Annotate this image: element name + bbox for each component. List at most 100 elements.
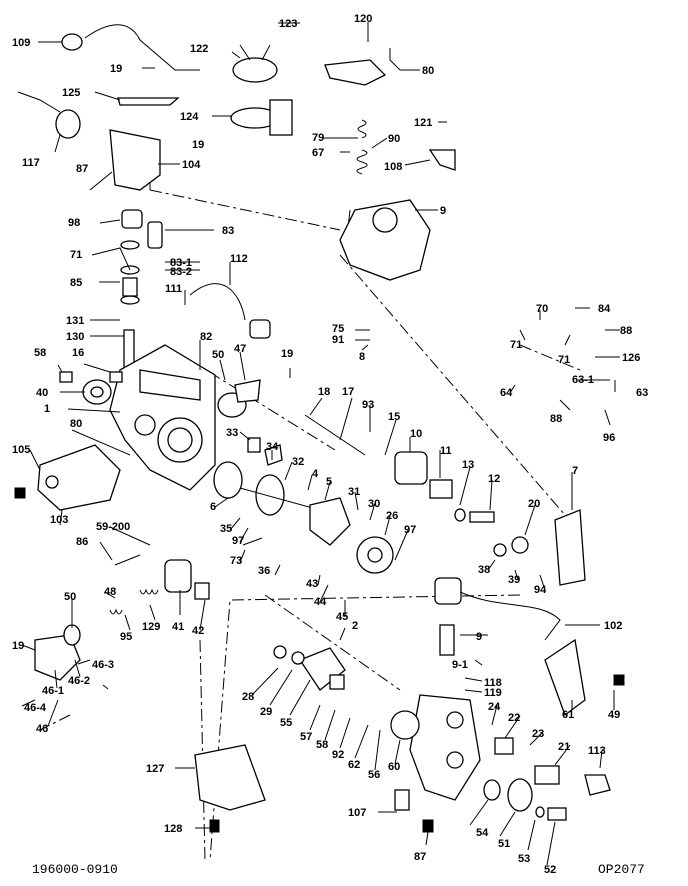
part-label: 42 xyxy=(192,625,204,637)
part-label: 48 xyxy=(104,586,116,598)
part-label: 40 xyxy=(36,387,48,399)
part-label: 88 xyxy=(620,325,632,337)
part-label: 8 xyxy=(359,351,365,363)
part-label: 90 xyxy=(388,133,400,145)
part-label: 71 xyxy=(510,339,522,351)
part-label: 55 xyxy=(280,717,292,729)
part-label: 112 xyxy=(230,253,248,265)
part-label: 30 xyxy=(368,498,380,510)
part-label: 45 xyxy=(336,611,348,623)
part-label: 13 xyxy=(462,459,474,471)
part-label: 38 xyxy=(478,564,490,576)
part-label: 71 xyxy=(70,249,82,261)
part-label: 19 xyxy=(192,139,204,151)
footer-right-code: OP2077 xyxy=(598,862,645,877)
part-label: 52 xyxy=(544,864,556,876)
part-label: 28 xyxy=(242,691,254,703)
part-label: 51 xyxy=(498,838,510,850)
part-label: 46-1 xyxy=(42,685,64,697)
part-label: 92 xyxy=(332,749,344,761)
part-label: 73 xyxy=(230,555,242,567)
part-label: 83-1 xyxy=(170,257,192,269)
part-label: 44 xyxy=(314,596,327,608)
part-label: 67 xyxy=(312,147,324,159)
part-label: 93 xyxy=(362,399,374,411)
part-label: 23 xyxy=(532,728,544,740)
part-label: 21 xyxy=(558,741,570,753)
part-label: 128 xyxy=(164,823,182,835)
part-label: 62 xyxy=(348,759,360,771)
part-label: 46-4 xyxy=(24,702,47,714)
part-label: 80 xyxy=(70,418,82,430)
part-label: 124 xyxy=(180,111,199,123)
part-label: 83 xyxy=(222,225,234,237)
part-label: 129 xyxy=(142,621,160,633)
part-label: 2 xyxy=(352,620,358,632)
part-label: 102 xyxy=(604,620,622,632)
part-label: 75 xyxy=(332,323,344,335)
part-label: 10 xyxy=(410,428,422,440)
part-label: 125 xyxy=(62,87,80,99)
part-label: 63 xyxy=(636,387,648,399)
part-label: 47 xyxy=(234,343,246,355)
part-label: 80 xyxy=(422,65,434,77)
part-label: 58 xyxy=(34,347,46,359)
part-label: 59-200 xyxy=(96,521,130,533)
part-label: 41 xyxy=(172,621,184,633)
part-label: 5 xyxy=(326,476,332,488)
part-label: 46 xyxy=(36,723,48,735)
part-label: 46-2 xyxy=(68,675,90,687)
part-label: 120 xyxy=(354,13,372,25)
part-label: 86 xyxy=(76,536,88,548)
part-label: 54 xyxy=(476,827,489,839)
part-label: 131 xyxy=(66,315,84,327)
part-label: 107 xyxy=(348,807,366,819)
part-label: 16 xyxy=(72,347,84,359)
part-label: 57 xyxy=(300,731,312,743)
part-label: 96 xyxy=(603,432,615,444)
part-label: 17 xyxy=(342,386,354,398)
part-label: 43 xyxy=(306,578,318,590)
part-label: 108 xyxy=(384,161,402,173)
part-label: 20 xyxy=(528,498,540,510)
part-label: 121 xyxy=(414,117,432,129)
part-label: 126 xyxy=(622,352,640,364)
part-label: 19 xyxy=(281,348,293,360)
part-label: 26 xyxy=(386,510,398,522)
part-label: 6 xyxy=(210,501,216,513)
footer-left-code: 196000-0910 xyxy=(32,862,118,877)
part-label: 111 xyxy=(165,283,182,295)
part-label: 33 xyxy=(226,427,238,439)
part-label: 50 xyxy=(212,349,224,361)
part-label: 63-1 xyxy=(572,374,594,386)
part-label: 71 xyxy=(558,354,570,366)
part-label: 98 xyxy=(68,217,80,229)
part-label: 4 xyxy=(312,468,319,480)
part-label: 117 xyxy=(22,157,40,169)
part-label: 97 xyxy=(232,535,244,547)
part-label: 36 xyxy=(258,565,270,577)
part-label: 85 xyxy=(70,277,82,289)
part-label: 79 xyxy=(312,132,324,144)
part-label: 35 xyxy=(220,523,232,535)
part-label: 105 xyxy=(12,444,30,456)
part-label: 103 xyxy=(50,514,68,526)
part-label: 113 xyxy=(588,745,606,757)
part-label: 127 xyxy=(146,763,164,775)
part-label: 9 xyxy=(440,205,446,217)
part-label: 64 xyxy=(500,387,513,399)
part-label: 87 xyxy=(76,163,88,175)
part-label: 9-1 xyxy=(452,659,468,671)
part-label: 95 xyxy=(120,631,132,643)
part-label: 50 xyxy=(64,591,76,603)
part-label: 83-2 xyxy=(170,266,192,278)
part-label: 61 xyxy=(562,709,574,721)
part-label: 123 xyxy=(279,18,297,30)
part-label: 122 xyxy=(190,43,208,55)
part-label: 19 xyxy=(110,63,122,75)
part-label: 94 xyxy=(534,584,547,596)
part-label: 18 xyxy=(318,386,330,398)
part-label: 56 xyxy=(368,769,380,781)
part-label: 84 xyxy=(598,303,611,315)
